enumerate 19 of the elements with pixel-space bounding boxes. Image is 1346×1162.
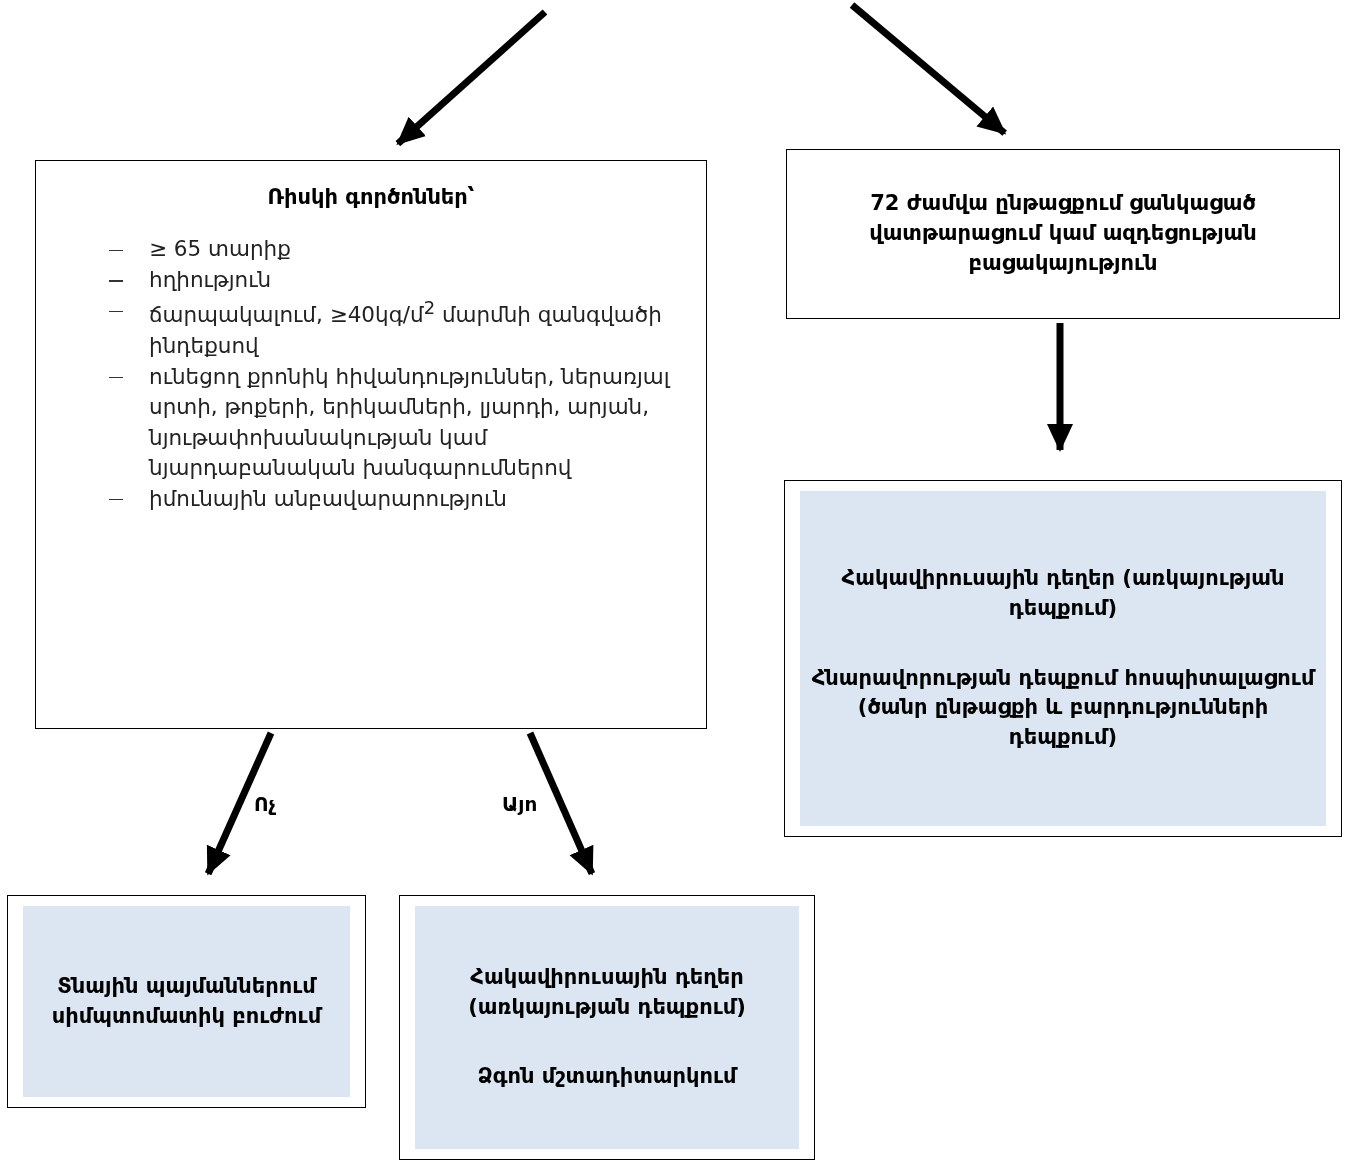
list-item: իմունային անբավարարություն — [54, 483, 688, 515]
heading-text: Ռիսկի գործոններ՝ — [267, 184, 475, 211]
box-text: Հնարավորության դեպքում հոսպիտալացում (ծանր ընթացքի և բարդությունների դեպքում) — [810, 664, 1317, 752]
arrow — [849, 2, 1007, 136]
arrow — [526, 731, 596, 876]
arrow — [395, 9, 548, 147]
box-text: Հակավիրուսային դեղեր (առկայության դեպքում) — [467, 963, 747, 1021]
box-text: 72 ժամվա ընթացքում ցանկացած վատթարացում կամ ազդեցության բացակայություն — [868, 190, 1258, 277]
box-text: Տնային պայմաններում սիմպտոմատիկ բուժում — [50, 972, 324, 1030]
box-text: Հակավիրուսային դեղեր (առկայության դեպքում) — [840, 564, 1286, 622]
outcome-box — [7, 895, 366, 1108]
outcome-box — [784, 480, 1342, 837]
process-box — [786, 149, 1340, 319]
arrow — [204, 731, 275, 876]
box-text: Ձգոն մշտադիտարկում — [476, 1063, 739, 1091]
process-box — [35, 160, 707, 729]
list-item: ≥ 65 տարիք — [54, 234, 688, 265]
outcome-box — [399, 895, 815, 1160]
list-item: հղիություն — [54, 264, 688, 296]
